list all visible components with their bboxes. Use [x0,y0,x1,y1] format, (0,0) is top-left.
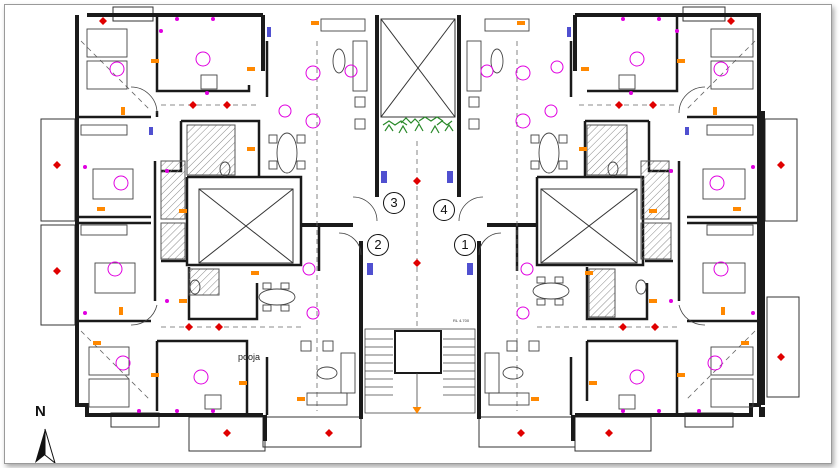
right-balconies [262,6,800,452]
shafts [198,18,638,264]
fan-points [53,17,785,437]
socket-points [83,17,755,413]
floor-plan [35,6,800,463]
room-note: pooja [238,352,261,362]
bath-fixtures [189,74,647,410]
unit-label-1: 1 [454,234,476,256]
stair-level-note: RL 4.700 [453,318,470,323]
drawing-frame: 3 4 2 1 N pooja RL 4.700 [4,4,832,464]
dining-tables [258,132,570,312]
unit-label-3: 3 [383,192,405,214]
unit-label-4: 4 [433,199,455,221]
staircase [364,328,476,414]
left-balconies [40,6,266,452]
switch-boards [93,21,749,401]
distribution-boards [149,27,689,275]
outer-walls [75,13,765,441]
north-arrow-icon [35,428,56,463]
unit-label-2: 2 [367,234,389,256]
living-furniture [300,18,540,406]
light-points [107,51,729,385]
hatched-areas [160,124,672,318]
north-label: N [35,403,46,420]
column-marker [759,407,765,417]
landscape-strip [382,116,454,134]
door-swings [130,86,706,326]
